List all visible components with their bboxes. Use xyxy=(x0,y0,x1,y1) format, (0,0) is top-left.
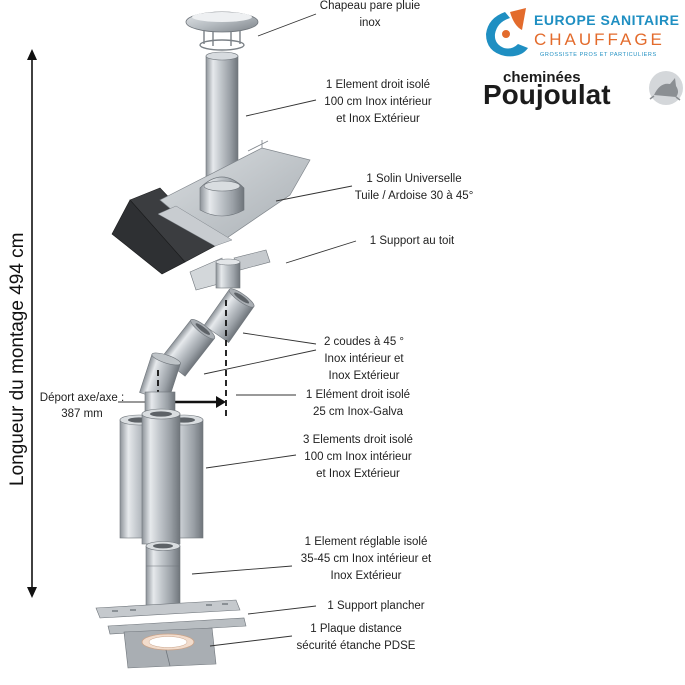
callout-line: Inox intérieur et xyxy=(324,353,404,365)
logo-line-1: EUROPE SANITAIRE xyxy=(534,12,679,28)
callout-line: 1 Support plancher xyxy=(327,600,424,612)
rain-cap xyxy=(185,11,259,51)
roof-flashing xyxy=(111,140,311,275)
callout-three-pipes: 3 Elements droit isolé 100 cm Inox intér… xyxy=(303,434,413,480)
elbows-45 xyxy=(139,288,255,403)
callout-line: et Inox Extérieur xyxy=(336,113,420,125)
callout-line: Chapeau pare pluie xyxy=(320,0,420,12)
floor-support xyxy=(95,599,247,635)
callout-line: sécurité étanche PDSE xyxy=(297,640,416,652)
callout-line: 100 cm Inox intérieur xyxy=(304,451,412,463)
callout-line: 25 cm Inox-Galva xyxy=(313,406,404,418)
offset-label: Déport axe/axe : 387 mm xyxy=(40,392,124,420)
callout-short-pipe: 1 Elément droit isolé 25 cm Inox-Galva xyxy=(306,389,410,418)
total-length-label: Longueur du montage 494 cm xyxy=(7,232,28,486)
cat-logo-icon xyxy=(649,71,683,105)
europe-sanitaire-logo: EUROPE SANITAIRE CHAUFFAGE GROSSISTE PRO… xyxy=(486,8,679,58)
logo-line-3: GROSSISTE PROS ET PARTICULIERS xyxy=(540,52,657,58)
adjustable-pipe xyxy=(145,541,181,609)
callout-plate: 1 Plaque distance sécurité étanche PDSE xyxy=(297,623,416,652)
logo-line-2: CHAUFFAGE xyxy=(534,30,665,49)
callout-top-pipe: 1 Element droit isolé 100 cm Inox intéri… xyxy=(324,79,432,125)
poujoulat-logo: cheminées Poujoulat xyxy=(483,69,683,110)
offset-label-line: Déport axe/axe : xyxy=(40,392,124,404)
callout-floor-support: 1 Support plancher xyxy=(327,600,424,612)
callout-line: 2 coudes à 45 ° xyxy=(324,336,404,348)
callout-line: Tuile / Ardoise 30 à 45° xyxy=(355,190,474,202)
safety-plate-pdse xyxy=(123,627,217,669)
total-length-dimension: Longueur du montage 494 cm xyxy=(7,49,37,598)
flame-logo-icon xyxy=(486,8,528,57)
callout-line: 1 Elément droit isolé xyxy=(306,389,410,401)
leader-lines xyxy=(191,13,357,647)
callout-line: 1 Element réglable isolé xyxy=(305,536,428,548)
three-straight-pipes xyxy=(119,408,204,545)
callout-line: 35-45 cm Inox intérieur et xyxy=(301,553,432,565)
callout-line: 1 Element droit isolé xyxy=(326,79,430,91)
callout-rain-cap: Chapeau pare pluie inox xyxy=(320,0,420,29)
brand-line-2: Poujoulat xyxy=(483,79,611,110)
callout-roof-support: 1 Support au toit xyxy=(370,235,455,247)
callout-line: et Inox Extérieur xyxy=(316,468,400,480)
callout-line: 100 cm Inox intérieur xyxy=(324,96,432,108)
callout-line: Inox Extérieur xyxy=(331,570,402,582)
callout-line: 1 Solin Universelle xyxy=(366,173,461,185)
callout-line: 3 Elements droit isolé xyxy=(303,434,413,446)
callout-line: 1 Support au toit xyxy=(370,235,455,247)
callout-line: inox xyxy=(359,17,380,29)
callout-elbows: 2 coudes à 45 ° Inox intérieur et Inox E… xyxy=(324,336,404,382)
callout-adjustable: 1 Element réglable isolé 35-45 cm Inox i… xyxy=(301,536,432,582)
top-straight-pipe xyxy=(205,51,239,185)
callout-line: Inox Extérieur xyxy=(329,370,400,382)
callout-flashing: 1 Solin Universelle Tuile / Ardoise 30 à… xyxy=(355,173,474,202)
offset-label-line: 387 mm xyxy=(61,408,103,420)
callout-line: 1 Plaque distance xyxy=(310,623,401,635)
brand-line-1: cheminées xyxy=(503,69,581,86)
roof-support-bracket xyxy=(189,249,271,291)
